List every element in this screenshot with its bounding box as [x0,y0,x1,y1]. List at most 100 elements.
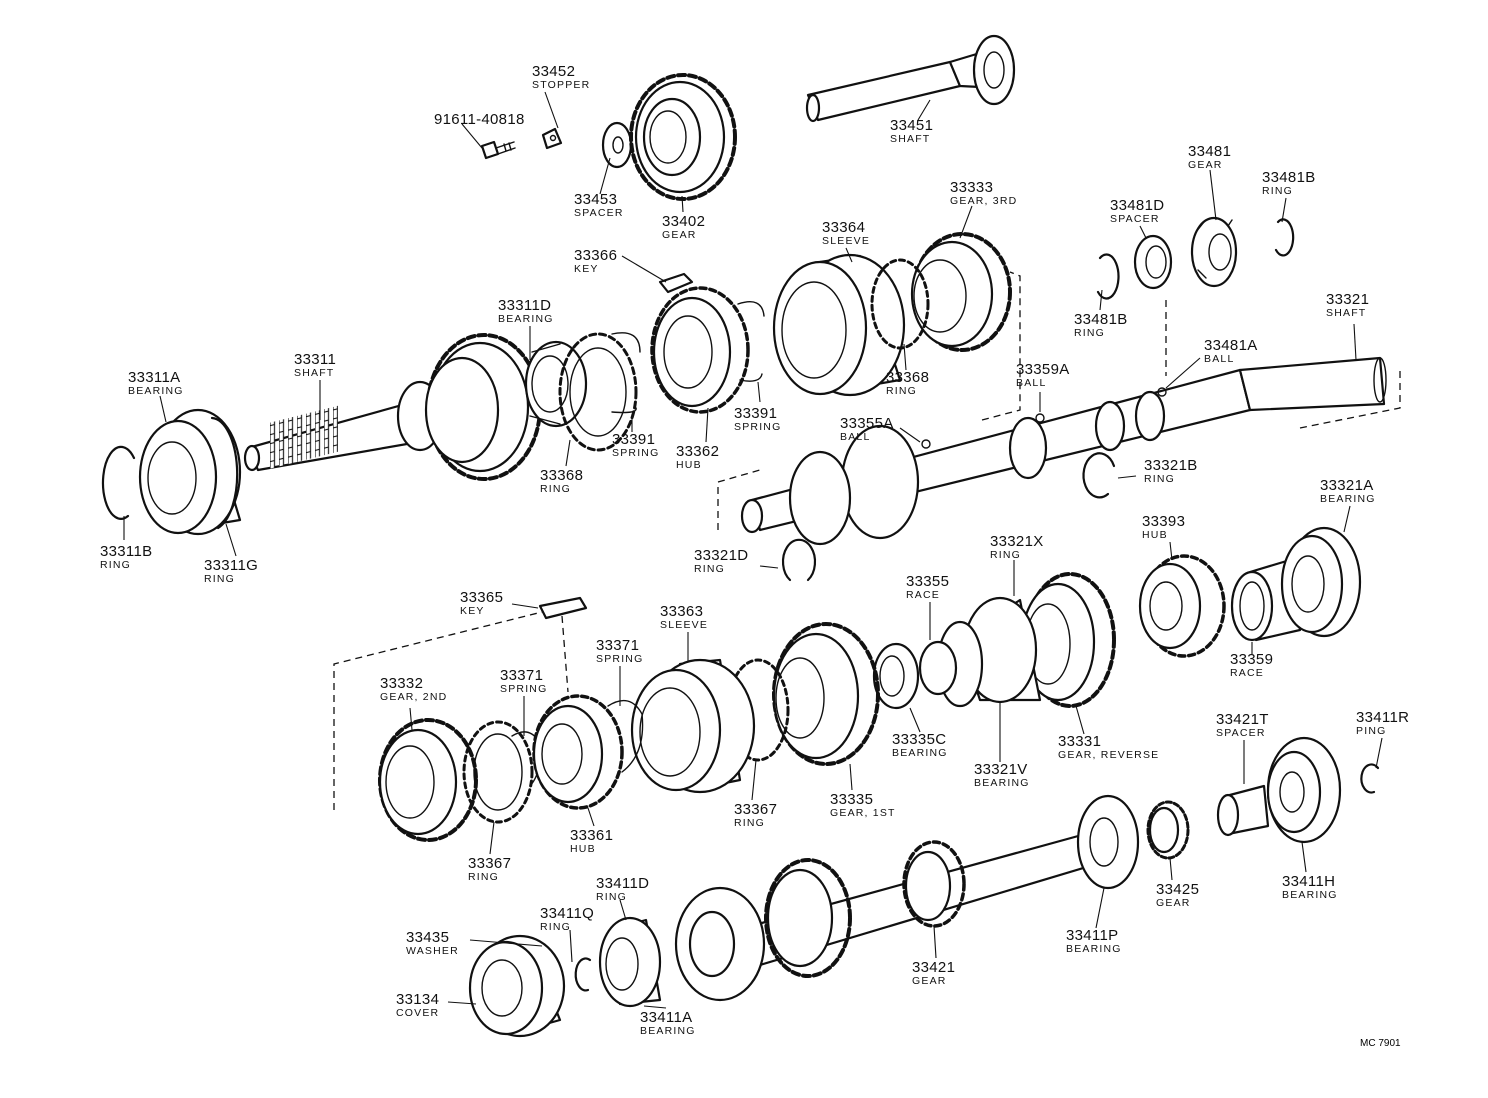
spacer-33421t-part [1216,784,1270,837]
part-number: 33391 [734,405,777,422]
part-name: RING [204,573,235,585]
part-number: 33411D [596,875,649,892]
stopper-part [541,127,563,150]
part-name: PING [1356,725,1386,737]
part-number: 33331 [1058,733,1101,750]
countershaft-part [674,828,1112,1002]
ring-33311g-part [210,416,239,530]
part-number: 33421T [1216,711,1269,728]
part-number: 33367 [734,801,777,818]
part-label-91611-40818: 91611-40818 [434,111,525,128]
part-number: 33411H [1282,873,1335,890]
part-name: SPRING [596,653,643,665]
race-33355-part [918,640,958,696]
part-number: 33321B [1144,457,1198,474]
part-number: 33411Q [540,905,594,922]
part-name: STOPPER [532,79,590,91]
part-number: 33453 [574,191,617,208]
shaft-33451-part [805,34,1016,123]
part-number: 33365 [460,589,503,606]
part-number: 33451 [890,117,933,134]
part-number: 33425 [1156,881,1199,898]
part-number: 33359A [1016,361,1070,378]
bearing-33311a-part [138,408,242,536]
part-name: SLEEVE [660,619,708,631]
part-name: GEAR [912,975,947,987]
part-name: SPACER [574,207,624,219]
part-number: 33411R [1356,709,1409,726]
part-number: 33367 [468,855,511,872]
parts-artwork [101,34,1401,1038]
part-number: 33332 [380,675,423,692]
part-number: 33481D [1110,197,1164,214]
gear-33425-part [1146,800,1190,860]
part-name: HUB [676,459,702,471]
hub-33361-part [532,694,624,810]
part-name: RING [1074,327,1105,339]
gear-2nd-part [378,718,478,842]
part-name: BEARING [128,385,184,397]
ring-33368-left-part [558,332,638,452]
part-number: 33321D [694,547,748,564]
part-number: 33481B [1262,169,1316,186]
part-name: RING [990,549,1021,561]
part-name: GEAR, 2ND [380,691,447,703]
part-number: 33411A [640,1009,692,1026]
part-name: BALL [1204,353,1235,365]
ball-parts [921,387,1167,449]
spacer-33481d-part [1133,234,1173,290]
ring-33411q-part [574,957,592,992]
part-number: 33371 [500,667,543,684]
part-number: 33481A [1204,337,1258,354]
part-name: SHAFT [1326,307,1366,319]
cover-33134-part [468,934,566,1038]
part-name: RING [540,483,571,495]
part-number: 33335C [892,731,946,748]
part-number: 91611-40818 [434,111,525,128]
part-number: 33321A [1320,477,1374,494]
sleeve-33363-part [630,658,756,794]
part-name: RACE [1230,667,1264,679]
ring-33321b-part [1082,452,1116,499]
part-number: 33335 [830,791,873,808]
bearing-33321a-part [1280,526,1362,638]
part-name: GEAR [1188,159,1223,171]
part-name: SPRING [612,447,659,459]
part-number: 33362 [676,443,719,460]
part-name: GEAR [1156,897,1191,909]
bearing-33335c-part [872,642,920,710]
gear-1st-part [772,622,880,766]
part-number: 33311D [498,297,551,314]
sleeve-33364-part [772,253,906,397]
output-shaft-part [740,356,1387,546]
gear-33402-part [629,73,737,201]
bearing-33411h-part [1266,736,1342,844]
part-number: 33363 [660,603,703,620]
part-number: 33366 [574,247,617,264]
part-name: BEARING [892,747,948,759]
